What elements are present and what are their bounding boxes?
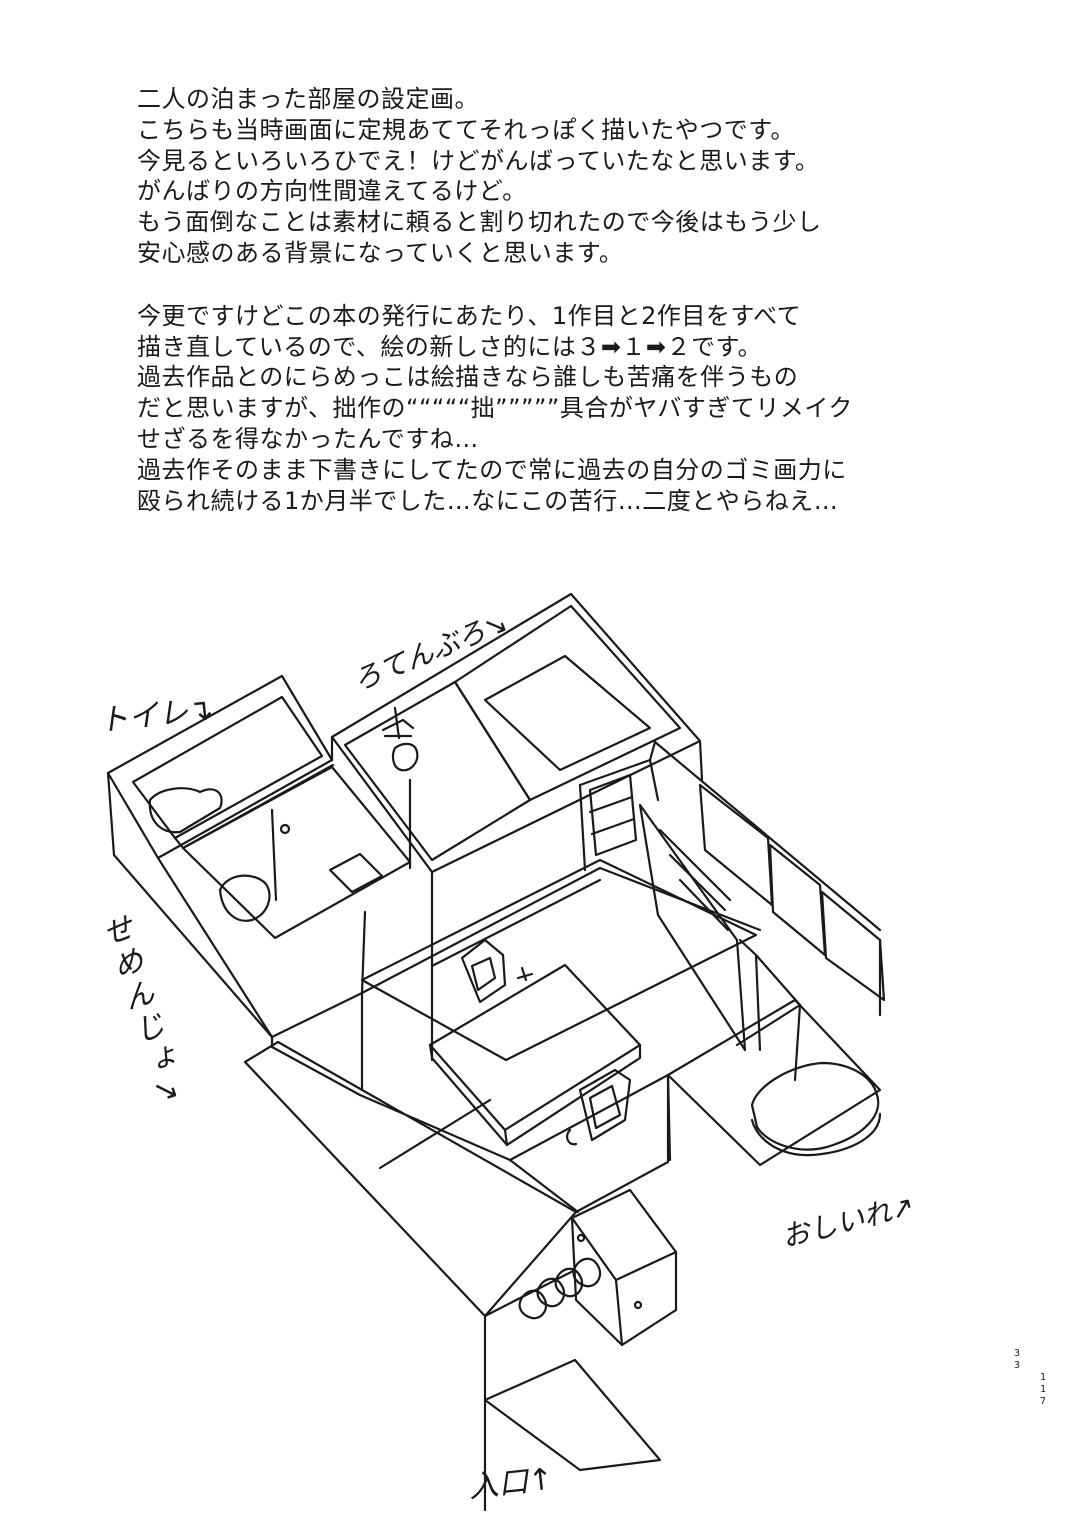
- page-digit: 3: [1013, 1348, 1021, 1359]
- label-entrance: 入口↑: [466, 1461, 556, 1506]
- text-line: 安心感のある背景になっていくと思います。: [137, 238, 624, 267]
- text-line: 殴られ続ける1か月半でした…なにこの苦行…二度とやらねえ…: [137, 486, 839, 515]
- room-layout-illustration: [106, 592, 886, 1512]
- page-digit: 1: [1039, 1384, 1047, 1395]
- text-line: せざるを得なかったんですね…: [137, 424, 479, 453]
- entrance-shoe-cabinet: [518, 1188, 678, 1347]
- text-line: 過去作品とのにらめっこは絵描きなら誰しも苦痛を伴うもの: [137, 363, 799, 392]
- paragraph-gap: [137, 269, 937, 301]
- table-and-chairs: [428, 938, 642, 1147]
- page-digit: 3: [1013, 1360, 1021, 1371]
- chapter-page-number: 3 3: [1012, 1348, 1022, 1372]
- body-text: 二人の泊まった部屋の設定画。 こちらも当時画面に定規あててそれっぽく描いたやつで…: [137, 84, 937, 516]
- book-page-number: 1 1 7: [1038, 1372, 1048, 1408]
- text-line: こちらも当時画面に定規あててそれっぽく描いたやつです。: [137, 115, 795, 144]
- text-line: 過去作そのまま下書きにしてたので常に過去の自分のゴミ画力に: [137, 455, 847, 484]
- text-line: 今見るといろいろひでえ！けどがんばっていたなと思います。: [137, 146, 820, 175]
- closet-futon: [666, 998, 882, 1167]
- text-line: だと思いますが、拙作の“““““拙”””””具合がヤバすぎてリメイク: [137, 394, 853, 423]
- text-line: 今更ですけどこの本の発行にあたり、1作目と2作目をすべて: [137, 301, 802, 330]
- floor-tatami: [243, 1040, 670, 1512]
- page-digit: 7: [1039, 1396, 1047, 1407]
- text-line: がんばりの方向性間違えてるけど。: [137, 177, 527, 206]
- text-line: 描き直しているので、絵の新しさ的には３➡１➡２です。: [137, 332, 763, 361]
- bath-block: [330, 592, 704, 968]
- text-line: もう面倒なことは素材に頼ると割り切れたので今後はもう少し: [137, 208, 822, 237]
- page-digit: 1: [1039, 1372, 1047, 1383]
- text-line: 二人の泊まった部屋の設定画。: [137, 85, 480, 113]
